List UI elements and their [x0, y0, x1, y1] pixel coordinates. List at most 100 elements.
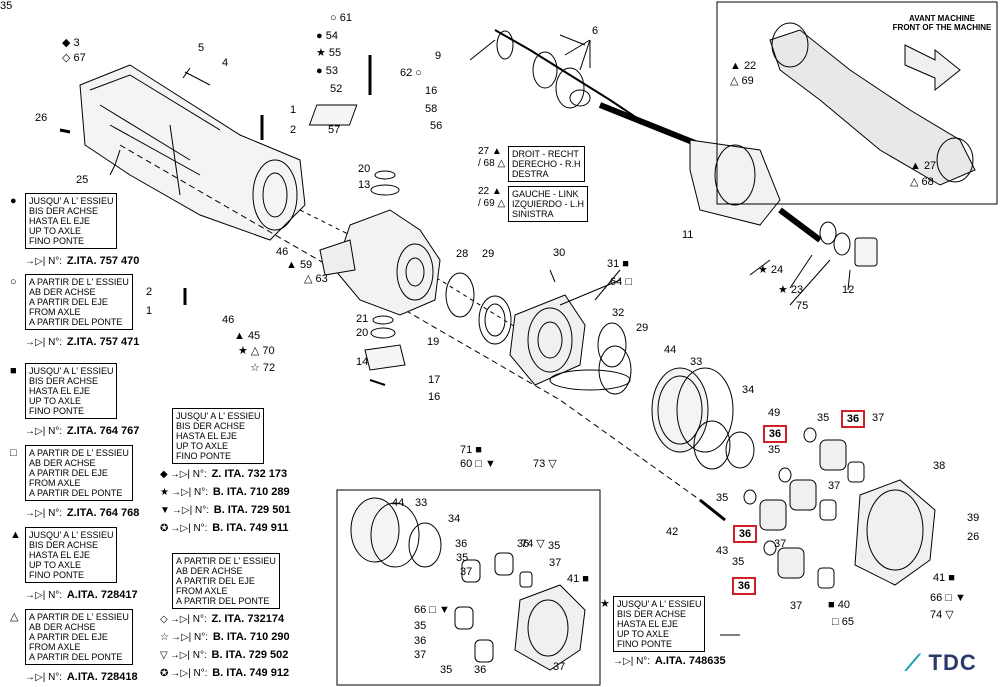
part-label: 16 [425, 85, 438, 97]
part-label: 37 [774, 538, 787, 550]
part-label: 64 □ [610, 276, 632, 288]
mid-note-line: JUSQU' A L' ESSIEU [176, 411, 261, 421]
star-note-reference: →▷| N°: A.ITA. 748635 [613, 655, 726, 667]
ref-prefix: →▷| N°: [170, 668, 211, 679]
part-label: 19 [427, 336, 440, 348]
mid-reference-value: B. ITA. 710 290 [212, 631, 290, 643]
ref-prefix: →▷| N°: [25, 508, 65, 519]
part-label: 30 [553, 247, 566, 259]
front-of-machine-label: AVANT MACHINE FRONT OF THE MACHINE [892, 14, 992, 32]
part-label: 28 [456, 248, 469, 260]
mid-note-line: UP TO AXLE [176, 441, 229, 451]
note-symbol: △ [10, 611, 19, 623]
part-label: ● 54 [316, 30, 338, 42]
part-label: 33 [690, 356, 703, 368]
mid-note-line: FINO PONTE [176, 451, 232, 461]
part-label: 44 [392, 497, 405, 509]
note-reference: →▷| N°: A.ITA. 728418 [25, 671, 138, 683]
part-label: ▲ 45 [234, 330, 261, 342]
note-line: A PARTIR DEL PONTE [29, 652, 123, 662]
note-line: BIS DER ACHSE [29, 206, 99, 216]
part-label: 75 [796, 300, 809, 312]
part-label: 42 [666, 526, 679, 538]
part-label: 37 [790, 600, 803, 612]
part-label: 9 [435, 50, 442, 62]
mid-reference: ✪→▷| N°: B. ITA. 749 912 [160, 667, 289, 679]
part-label: 34 [742, 384, 755, 396]
mid-note-line: FROM AXLE [176, 586, 228, 596]
part-label: 36 [455, 538, 468, 550]
mid-reference-symbol: ✪ [160, 523, 169, 534]
note-reference: →▷| N°: Z.ITA. 764 768 [25, 507, 139, 519]
note-line: BIS DER ACHSE [29, 540, 99, 550]
part-label: ◆ 3 [62, 37, 80, 49]
side-reference-symbol: 22 ▲ / 69 △ [478, 186, 506, 209]
axle-housing [79, 64, 306, 241]
part-label: 62 ○ [400, 67, 422, 79]
star-note-line: HASTA EL EJE [617, 619, 679, 629]
part-label: 37 [872, 412, 885, 424]
part-label: ▲ 27 [910, 160, 937, 172]
part-label: 37 [460, 566, 473, 578]
part-label: 6 [592, 25, 599, 37]
note-line: BIS DER ACHSE [29, 376, 99, 386]
note-reference: →▷| N°: A.ITA. 728417 [25, 589, 138, 601]
part-label: 71 ■ [460, 444, 482, 456]
part-label: 41 ■ [567, 573, 589, 585]
mid-note-line: AB DER ACHSE [176, 566, 243, 576]
part-label: ▲ 22 [730, 60, 757, 72]
part-label: 66 □ ▼ [930, 592, 966, 604]
note-symbol: □ [10, 447, 17, 459]
part-label: 35 [414, 620, 427, 632]
axle-overview [769, 22, 976, 186]
ref-value: Z.ITA. 757 471 [66, 336, 140, 348]
part-label: 5 [198, 42, 205, 54]
disc-49 [725, 431, 755, 469]
part-label: 52 [330, 83, 343, 95]
side-reference-line: DROIT - RECHT [512, 149, 579, 159]
mid-reference: ✪→▷| N°: B. ITA. 749 911 [160, 522, 288, 534]
mid-reference: ★→▷| N°: B. ITA. 710 289 [160, 486, 290, 498]
star-note-ref-value: A.ITA. 748635 [654, 655, 726, 667]
part-label: 31 ■ [607, 258, 629, 270]
note-line: A PARTIR DE L' ESSIEU [29, 448, 129, 458]
ref-value: Z.ITA. 764 767 [66, 425, 140, 437]
note-line: FINO PONTE [29, 236, 85, 246]
note-line: HASTA EL EJE [29, 216, 91, 226]
star-note-line: FINO PONTE [617, 639, 673, 649]
note-line: UP TO AXLE [29, 226, 82, 236]
part-label: ● 53 [316, 65, 338, 77]
side-reference-line: SINISTRA [512, 209, 554, 219]
part-label: 20 [356, 327, 369, 339]
mid-reference: ▽→▷| N°: B. ITA. 729 502 [160, 649, 288, 661]
planet-gears [743, 427, 865, 589]
mid-reference-symbol: ▽ [160, 650, 168, 661]
mid-reference-symbol: ▼ [160, 505, 170, 516]
part-label: 2 [146, 286, 153, 298]
ref-value: Z.ITA. 764 768 [66, 507, 140, 519]
note-line: AB DER ACHSE [29, 458, 96, 468]
part-label: 56 [430, 120, 443, 132]
ref-prefix: →▷| N°: [169, 614, 210, 625]
ref-prefix: →▷| N°: [25, 256, 65, 267]
note-line: AB DER ACHSE [29, 622, 96, 632]
part-label: 43 [716, 545, 729, 557]
part-label: 26 [967, 531, 980, 543]
side-reference-symbol: 27 ▲ / 68 △ [478, 146, 506, 169]
part-label: △ 68 [910, 176, 934, 188]
ref-prefix: →▷| N°: [169, 469, 210, 480]
mid-note-line: A PARTIR DE L' ESSIEU [176, 556, 276, 566]
star-note-symbol: ★ [600, 598, 610, 610]
mid-reference-value: Z. ITA. 732 173 [211, 468, 288, 480]
part-label: 34 [448, 513, 461, 525]
mid-reference-value: Z. ITA. 732174 [211, 613, 285, 625]
part-label: 73 ▽ [533, 458, 557, 470]
side-reference-line: DERECHO - R.H [512, 159, 581, 169]
part-label: ▲ 59 [286, 259, 313, 271]
